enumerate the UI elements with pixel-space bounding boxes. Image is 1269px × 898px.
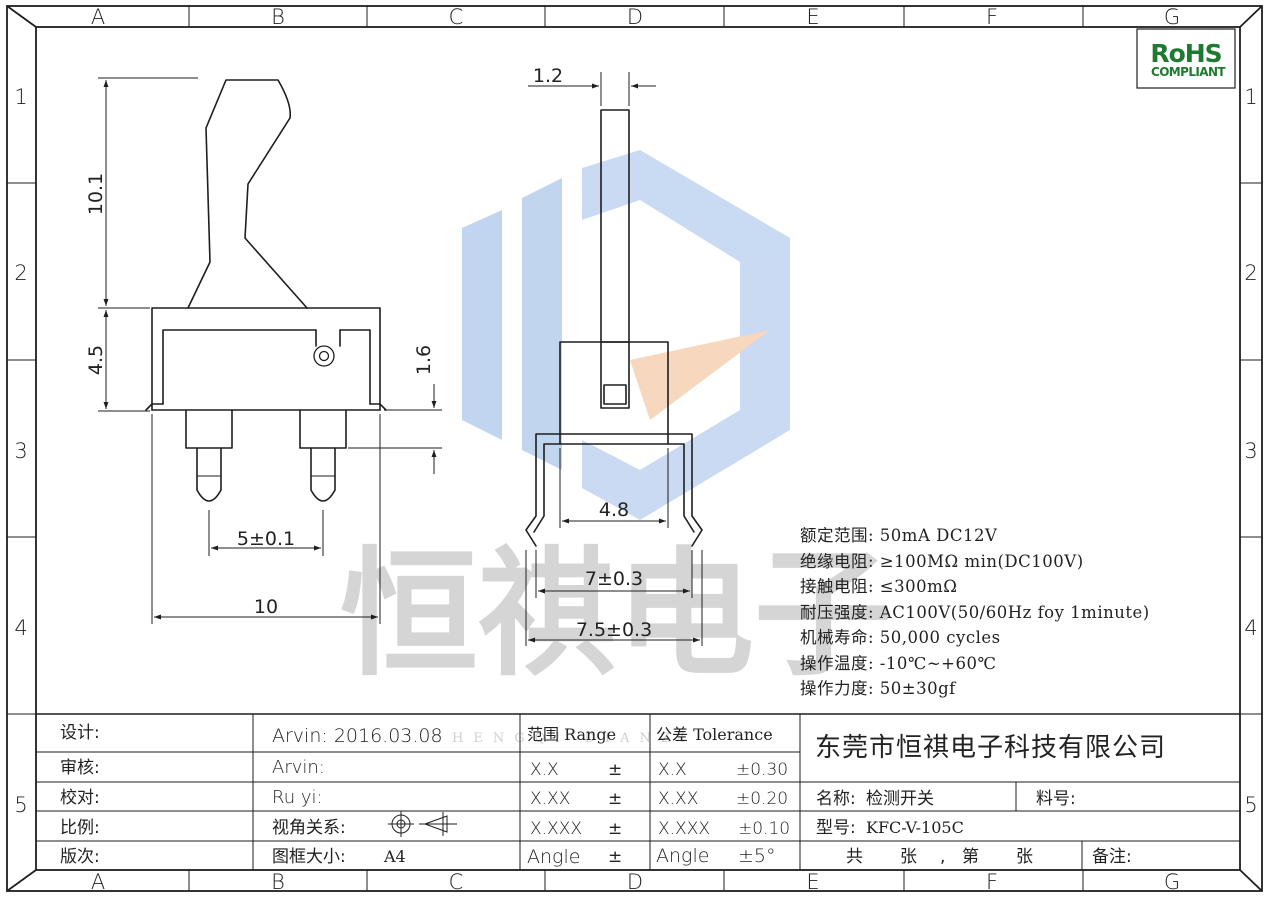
- spec-mechanical-life: 机械寿命: 50,000 cycles: [800, 628, 1001, 647]
- range-row-symbol: ±: [608, 789, 622, 809]
- column-label-bottom: C: [449, 870, 464, 894]
- column-label-top: D: [627, 5, 643, 29]
- sheet-number-unit: 张: [1016, 847, 1033, 867]
- version-label: 版次:: [60, 847, 100, 867]
- proof-label: 校对:: [60, 788, 100, 808]
- range-row-value: Angle: [527, 846, 580, 868]
- third-angle-projection-icon: [388, 811, 457, 837]
- row-label-left: 4: [14, 616, 27, 640]
- range-header: 范围 Range: [527, 725, 616, 744]
- part-number-label: 料号:: [1036, 789, 1076, 809]
- row-label-left: 5: [14, 793, 27, 817]
- part-name-value: 检测开关: [866, 789, 934, 809]
- specification-list: 额定范围: 50mA DC12V 绝缘电阻: ≥100MΩ min(DC100V…: [800, 526, 1150, 698]
- row-label-left: 3: [14, 439, 27, 463]
- projection-label: 视角关系:: [272, 818, 346, 838]
- model-value: KFC-V-105C: [866, 818, 964, 837]
- sheets-unit-label: 张: [900, 847, 917, 867]
- design-value: Arvin: 2016.03.08: [272, 725, 443, 747]
- spec-operating-temperature: 操作温度: -10℃~+60℃: [800, 654, 996, 673]
- row-label-left: 1: [14, 85, 27, 109]
- tolerance-row-value: ±0.30: [736, 760, 788, 780]
- sheets-total-label: 共: [846, 847, 863, 867]
- part-name-label: 名称:: [816, 789, 856, 809]
- tolerance-row-key: X.X: [658, 760, 687, 780]
- column-label-top: F: [986, 5, 998, 29]
- sheet-size-value: A4: [383, 847, 406, 866]
- company-name: 东莞市恒祺电子科技有限公司: [815, 733, 1166, 763]
- watermark-chinese: 恒祺电子: [340, 532, 892, 695]
- range-row-value: X.XXX: [530, 819, 582, 839]
- tolerance-row-value: ±0.20: [736, 789, 788, 809]
- range-row-value: X.XX: [530, 789, 570, 809]
- dimension-actuator-width: 1.2: [533, 65, 563, 87]
- dimension-leg-width-outer: 7.5±0.3: [576, 619, 652, 641]
- tolerance-row-value: ±0.10: [738, 819, 790, 839]
- column-label-top: C: [449, 5, 464, 29]
- column-label-top: G: [1164, 5, 1180, 29]
- model-label: 型号:: [816, 818, 856, 838]
- dimension-leg-width-inner: 7±0.3: [585, 568, 643, 590]
- dimension-body-width: 10: [254, 596, 278, 618]
- row-label-right: 4: [1244, 616, 1257, 640]
- row-label-right: 5: [1244, 793, 1257, 817]
- scale-label: 比例:: [60, 818, 100, 838]
- column-label-bottom: G: [1164, 870, 1180, 894]
- sheet-size-label: 图框大小:: [272, 847, 346, 867]
- sheet-number-label: 第: [962, 847, 979, 867]
- column-label-bottom: B: [271, 870, 285, 894]
- dimension-housing-height: 4.5: [85, 345, 107, 375]
- spec-contact-resistance: 接触电阻: ≤300mΩ: [800, 577, 957, 596]
- tolerance-row-key: X.XX: [658, 789, 698, 809]
- row-label-right: 1: [1244, 85, 1257, 109]
- front-view-dimensions: 10.1 4.5 1.6 5±0.1 10: [85, 77, 442, 624]
- front-view-drawing: [145, 79, 387, 502]
- dimension-pin-pitch: 5±0.1: [237, 528, 295, 550]
- side-view-drawing: [525, 109, 703, 547]
- column-label-top: A: [91, 5, 105, 29]
- rohs-compliant-badge: RoHS COMPLIANT: [1136, 28, 1236, 89]
- spec-rating: 额定范围: 50mA DC12V: [800, 526, 998, 545]
- column-label-bottom: A: [91, 870, 105, 894]
- spec-insulation-resistance: 绝缘电阻: ≥100MΩ min(DC100V): [800, 552, 1084, 571]
- company-logo-watermark: [462, 150, 790, 520]
- sheets-separator: ,: [940, 847, 945, 867]
- check-value: Arvin:: [272, 757, 325, 778]
- column-label-top: B: [271, 5, 285, 29]
- range-row-symbol: ±: [608, 760, 622, 780]
- tolerance-row-key: X.XXX: [658, 819, 710, 839]
- check-label: 审核:: [60, 758, 100, 778]
- tolerance-row-key: Angle: [656, 845, 709, 867]
- dimension-terminal-length: 1.6: [413, 345, 435, 375]
- dimension-lever-height: 10.1: [85, 173, 107, 215]
- range-row-symbol: ±: [608, 819, 622, 839]
- rohs-logo-text: RoHS: [1150, 39, 1221, 68]
- row-label-left: 2: [14, 261, 27, 285]
- column-label-top: E: [806, 5, 819, 29]
- tolerance-header: 公差 Tolerance: [656, 725, 773, 744]
- chinese-text-watermark: 恒祺电子 HENGQI DIANZI: [340, 532, 892, 746]
- range-row-value: X.X: [530, 760, 559, 780]
- remark-label: 备注:: [1092, 847, 1132, 867]
- spec-operating-force: 操作力度: 50±30gf: [800, 679, 957, 698]
- tolerance-row-value: ±5°: [738, 845, 776, 867]
- row-label-right: 3: [1244, 439, 1257, 463]
- row-label-right: 2: [1244, 261, 1257, 285]
- drawing-frame: A B C D E F G A B C D E F G 1 2 3 4 5 1 …: [6, 5, 1263, 894]
- proof-value: Ru yi:: [272, 787, 323, 808]
- column-label-bottom: E: [806, 870, 819, 894]
- side-view-dimensions: 1.2 4.8 7±0.3 7.5±0.3: [525, 65, 703, 646]
- spec-dielectric-strength: 耐压强度: AC100V(50/60Hz foy 1minute): [800, 603, 1150, 622]
- column-label-bottom: D: [627, 870, 643, 894]
- design-label: 设计:: [60, 723, 100, 743]
- title-block: 设计: 审核: 校对: 比例: 版次: Arvin: 2016.03.08 Ar…: [36, 713, 1240, 870]
- dimension-base-width: 4.8: [599, 499, 629, 521]
- watermark-english: HENGQI DIANZI: [452, 731, 695, 746]
- rohs-compliant-text: COMPLIANT: [1151, 65, 1226, 79]
- range-row-symbol: ±: [608, 847, 622, 867]
- column-label-bottom: F: [986, 870, 998, 894]
